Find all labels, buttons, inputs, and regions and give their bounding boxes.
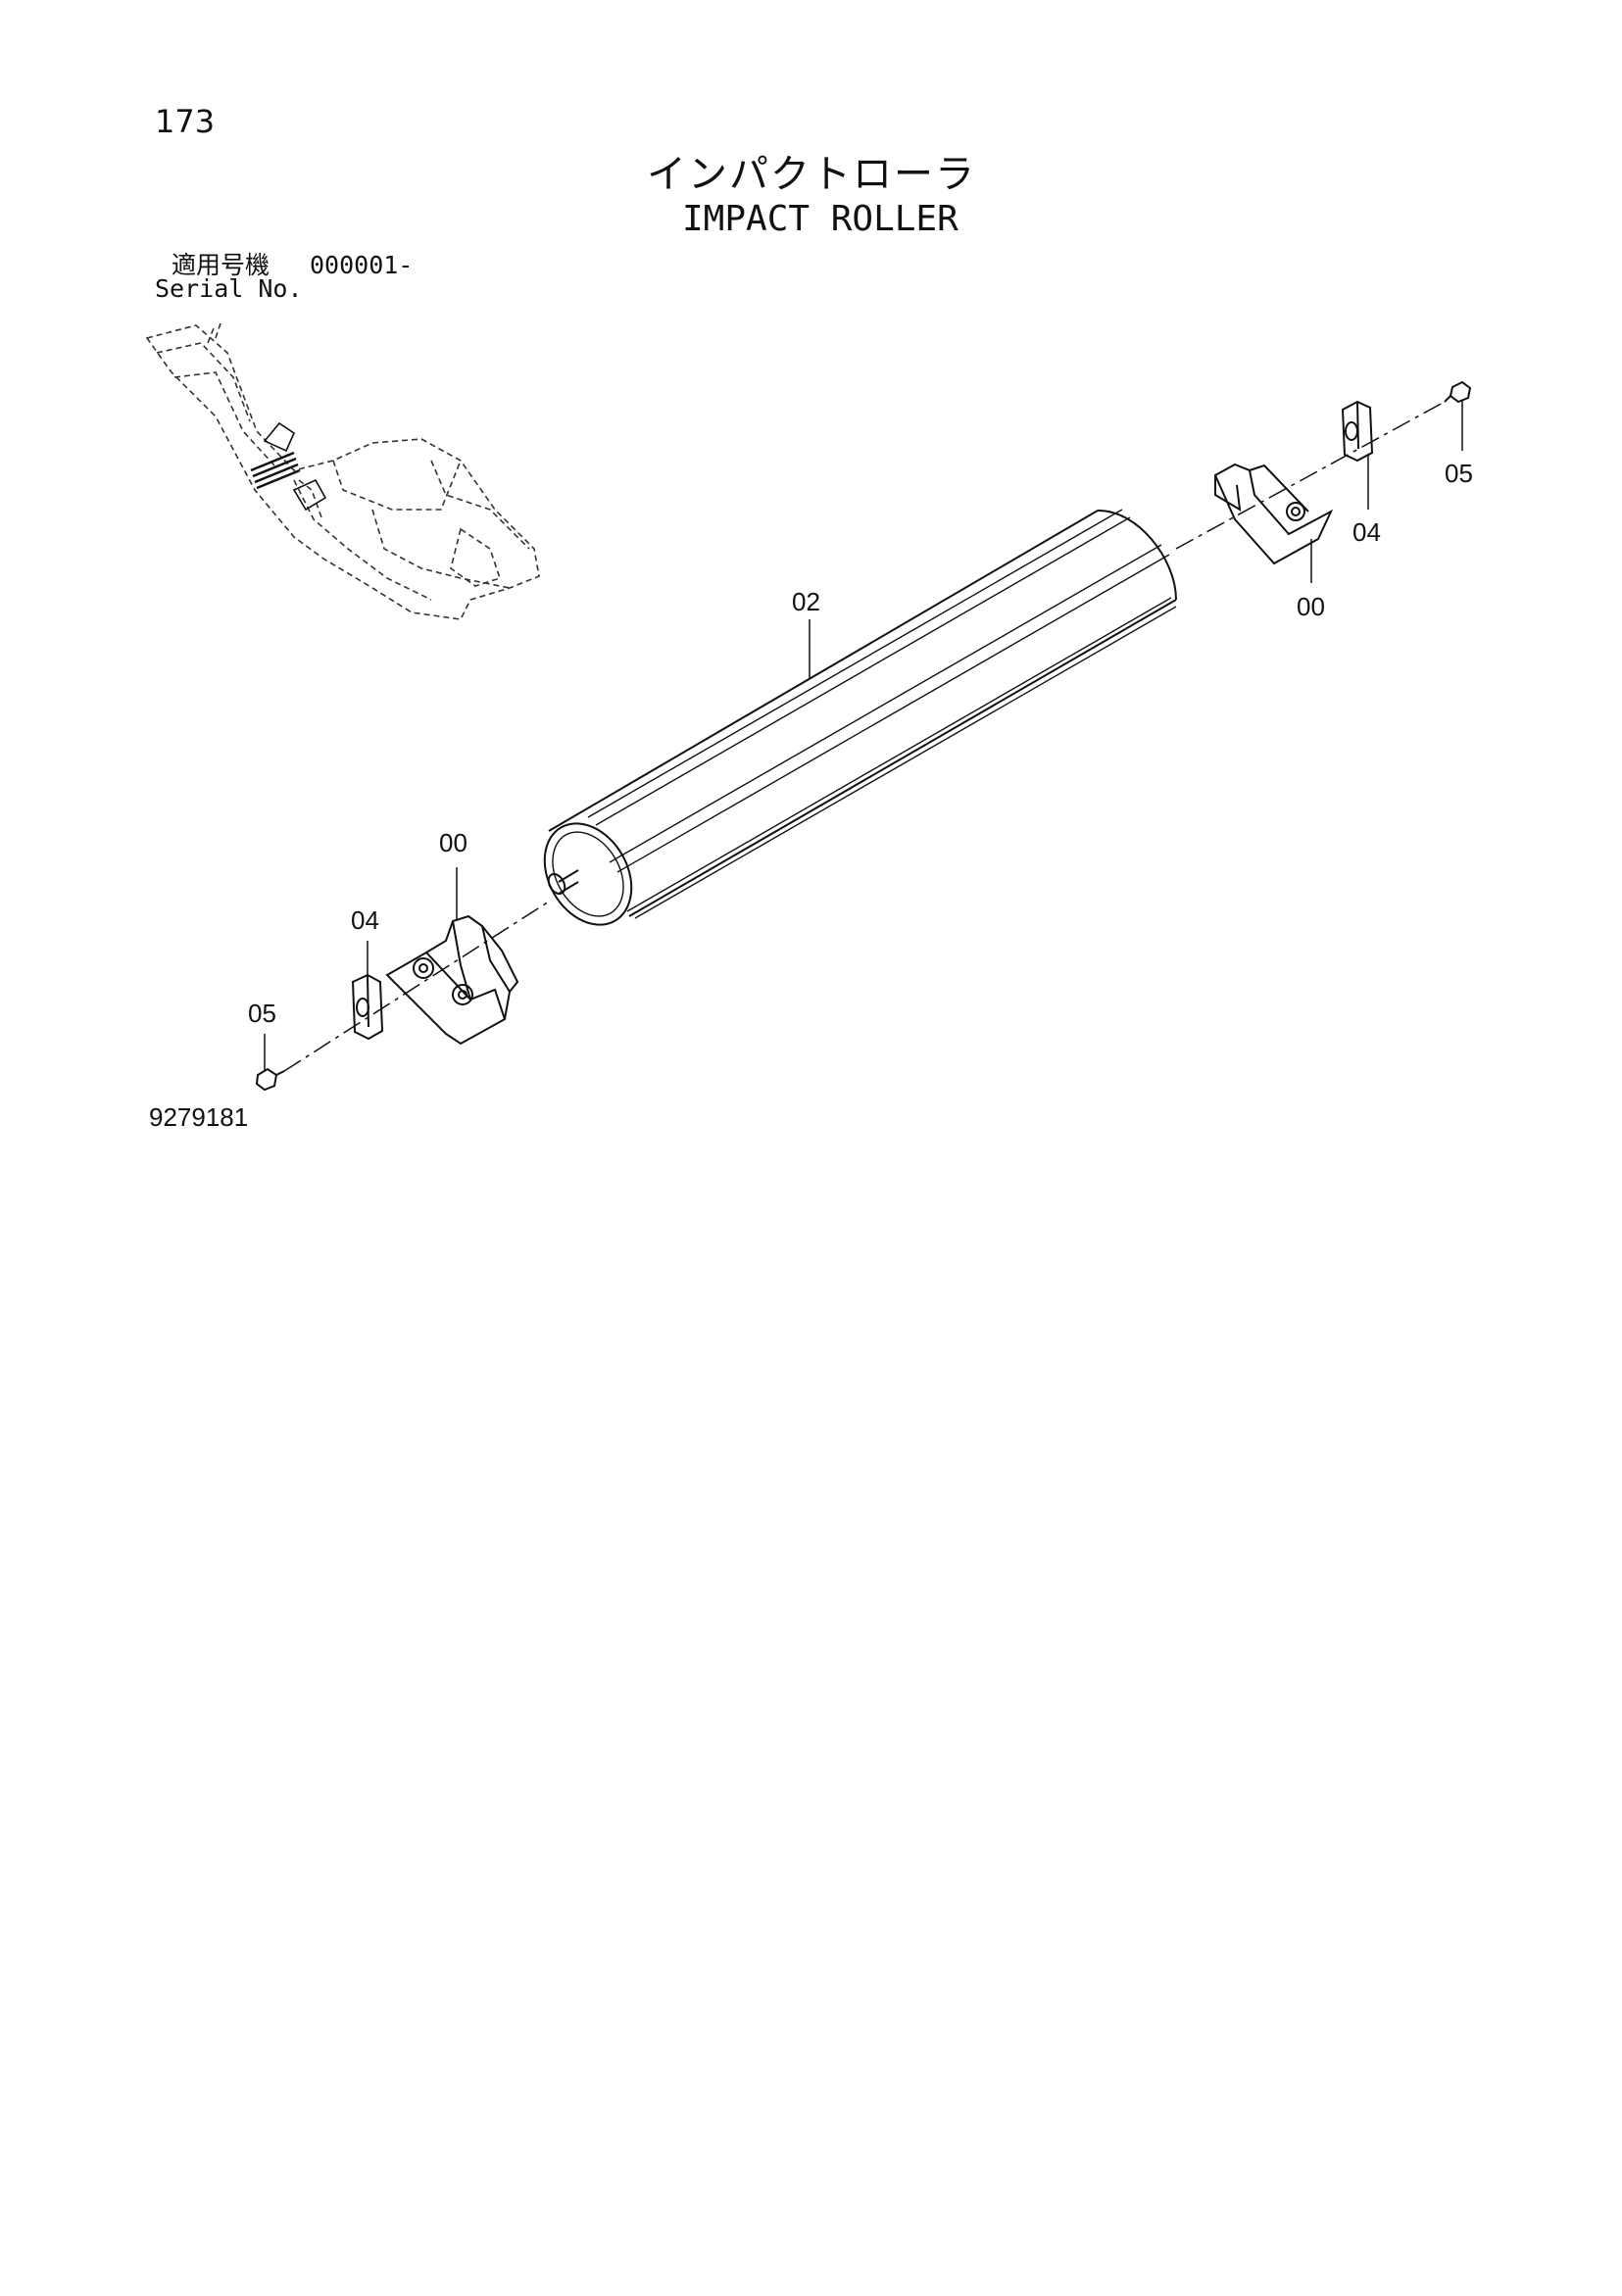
title-english: IMPACT ROLLER bbox=[682, 199, 958, 239]
serial-label-japanese: 適用号機 bbox=[172, 251, 270, 279]
bolt-right bbox=[1444, 380, 1472, 404]
alignment-line-right bbox=[1175, 401, 1446, 550]
plate-left bbox=[351, 973, 384, 1041]
serial-label-english: Serial No. bbox=[155, 274, 303, 303]
thumbnail-highlight bbox=[250, 421, 327, 512]
drawing-number: 9279181 bbox=[149, 1102, 249, 1132]
title-japanese: インパクトローラ bbox=[647, 152, 976, 197]
location-thumbnail bbox=[145, 322, 540, 620]
leader-lines bbox=[264, 400, 1463, 1071]
bolt-left bbox=[255, 1067, 285, 1092]
callout-plate-right: 04 bbox=[1352, 517, 1381, 547]
bracket-right bbox=[1213, 463, 1334, 565]
plate-right bbox=[1341, 400, 1374, 463]
callout-bolt-left: 05 bbox=[248, 999, 276, 1028]
bracket-left bbox=[385, 914, 519, 1046]
callout-bracket-left: 00 bbox=[439, 828, 467, 857]
serial-value: 000001- bbox=[310, 251, 414, 279]
callout-plate-left: 04 bbox=[351, 905, 379, 935]
impact-roller bbox=[543, 509, 1177, 926]
alignment-line-left bbox=[283, 901, 550, 1072]
callout-roller: 02 bbox=[792, 587, 820, 616]
callout-bolt-right: 05 bbox=[1445, 459, 1473, 488]
callout-bracket-right: 00 bbox=[1297, 592, 1325, 621]
page-number: 173 bbox=[155, 103, 216, 140]
